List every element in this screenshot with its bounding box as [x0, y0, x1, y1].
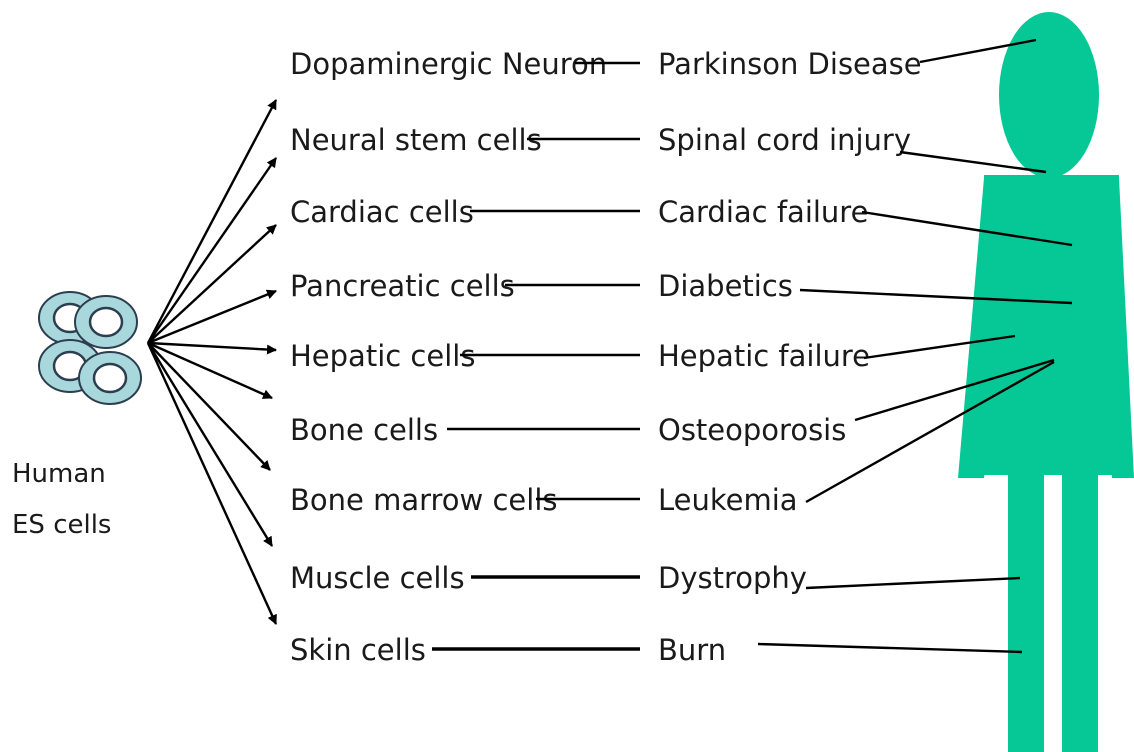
- human-left-leg: [1008, 470, 1044, 752]
- cell-nucleus: [94, 364, 126, 392]
- arrow-3: [148, 225, 276, 343]
- arrow-8: [148, 343, 272, 546]
- body-line-8: [806, 578, 1020, 588]
- body-line-9: [758, 644, 1022, 652]
- differentiation-arrows: [148, 100, 276, 624]
- source-label-line1: Human: [12, 459, 106, 489]
- cell-nucleus: [90, 308, 122, 336]
- human-right-leg: [1062, 470, 1098, 752]
- source-label-line2: ES cells: [12, 510, 111, 540]
- human-head: [999, 12, 1099, 178]
- cell-label: Cardiac cells: [290, 195, 474, 229]
- cell-label: Muscle cells: [290, 561, 465, 595]
- cell-label: Skin cells: [290, 633, 426, 667]
- disease-label: Burn: [658, 633, 726, 667]
- arrow-7: [148, 343, 270, 470]
- cell-label: Hepatic cells: [290, 339, 475, 373]
- disease-label: Dystrophy: [658, 561, 807, 595]
- disease-label: Cardiac failure: [658, 195, 868, 229]
- disease-label: Spinal cord injury: [658, 123, 911, 157]
- disease-label: Diabetics: [658, 269, 793, 303]
- disease-label: Osteoporosis: [658, 413, 846, 447]
- disease-label: Leukemia: [658, 483, 798, 517]
- cell-cluster-icon: [39, 292, 141, 404]
- disease-label: Hepatic failure: [658, 339, 870, 373]
- disease-label: Parkinson Disease: [658, 47, 922, 81]
- cell-label: Bone marrow cells: [290, 483, 558, 517]
- arrow-1: [148, 100, 276, 343]
- cell-label: Pancreatic cells: [290, 269, 515, 303]
- cell-label: Bone cells: [290, 413, 438, 447]
- arrow-9: [148, 343, 276, 624]
- arrow-2: [148, 158, 276, 343]
- arrow-5: [148, 343, 276, 350]
- cell-label: Neural stem cells: [290, 123, 542, 157]
- cell-label: Dopaminergic Neuron: [290, 47, 607, 81]
- human-torso: [984, 175, 1119, 475]
- arrow-6: [148, 343, 272, 398]
